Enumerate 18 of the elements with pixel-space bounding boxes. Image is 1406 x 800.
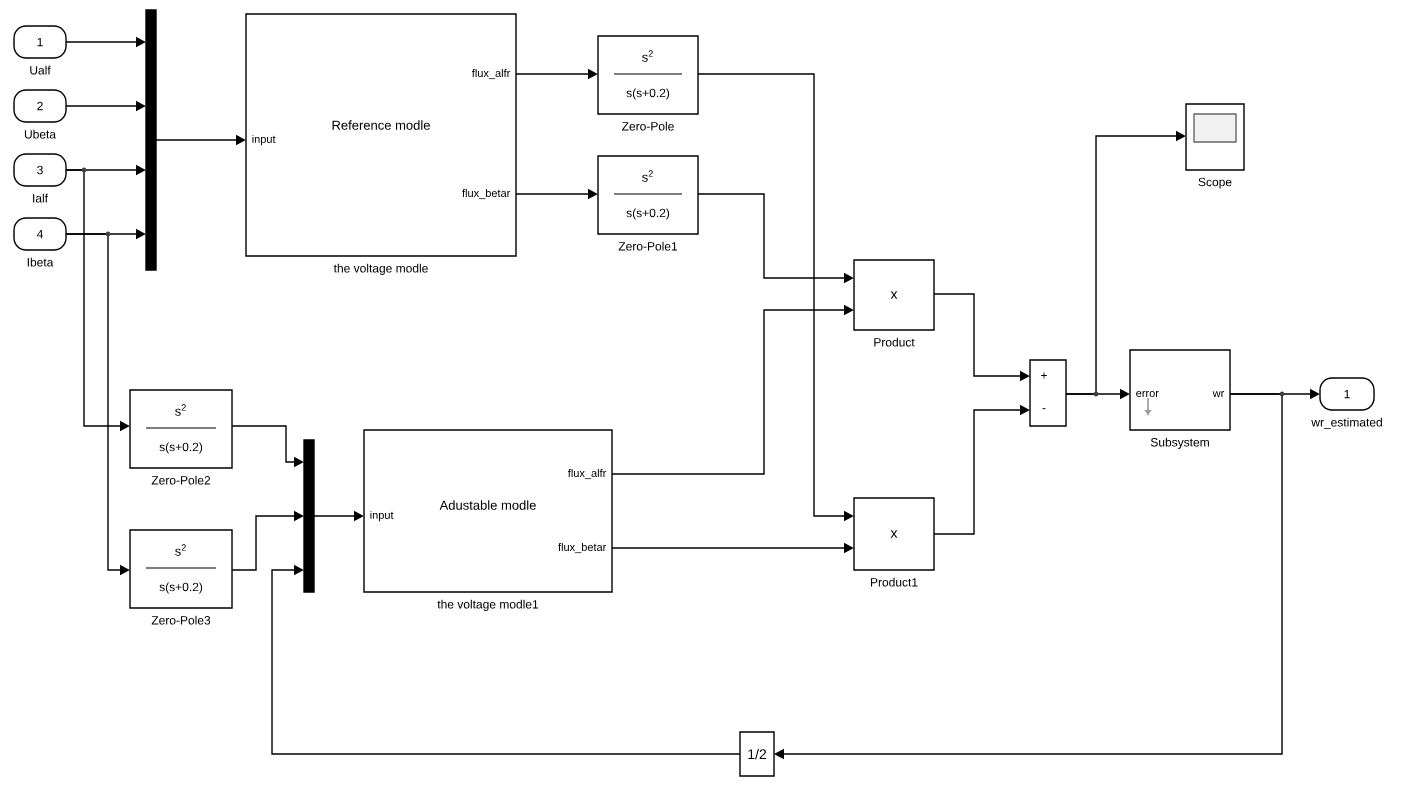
block: [129, 389, 233, 485]
block: [129, 529, 233, 625]
block: [245, 13, 517, 275]
block: [597, 155, 699, 251]
block: [597, 35, 699, 131]
signal-arrow: [933, 404, 1030, 535]
block: [1029, 359, 1067, 427]
signal-arrow: [611, 304, 854, 475]
block: [739, 731, 775, 777]
signal-arrow: [774, 393, 1283, 760]
signal-arrow: [1065, 130, 1186, 395]
signal-arrow: [271, 564, 741, 755]
block: [1129, 349, 1231, 449]
scope-block: [1185, 103, 1245, 189]
block: [363, 429, 613, 611]
block: [853, 497, 935, 587]
signal-arrow: [231, 510, 304, 571]
block: [853, 259, 935, 347]
